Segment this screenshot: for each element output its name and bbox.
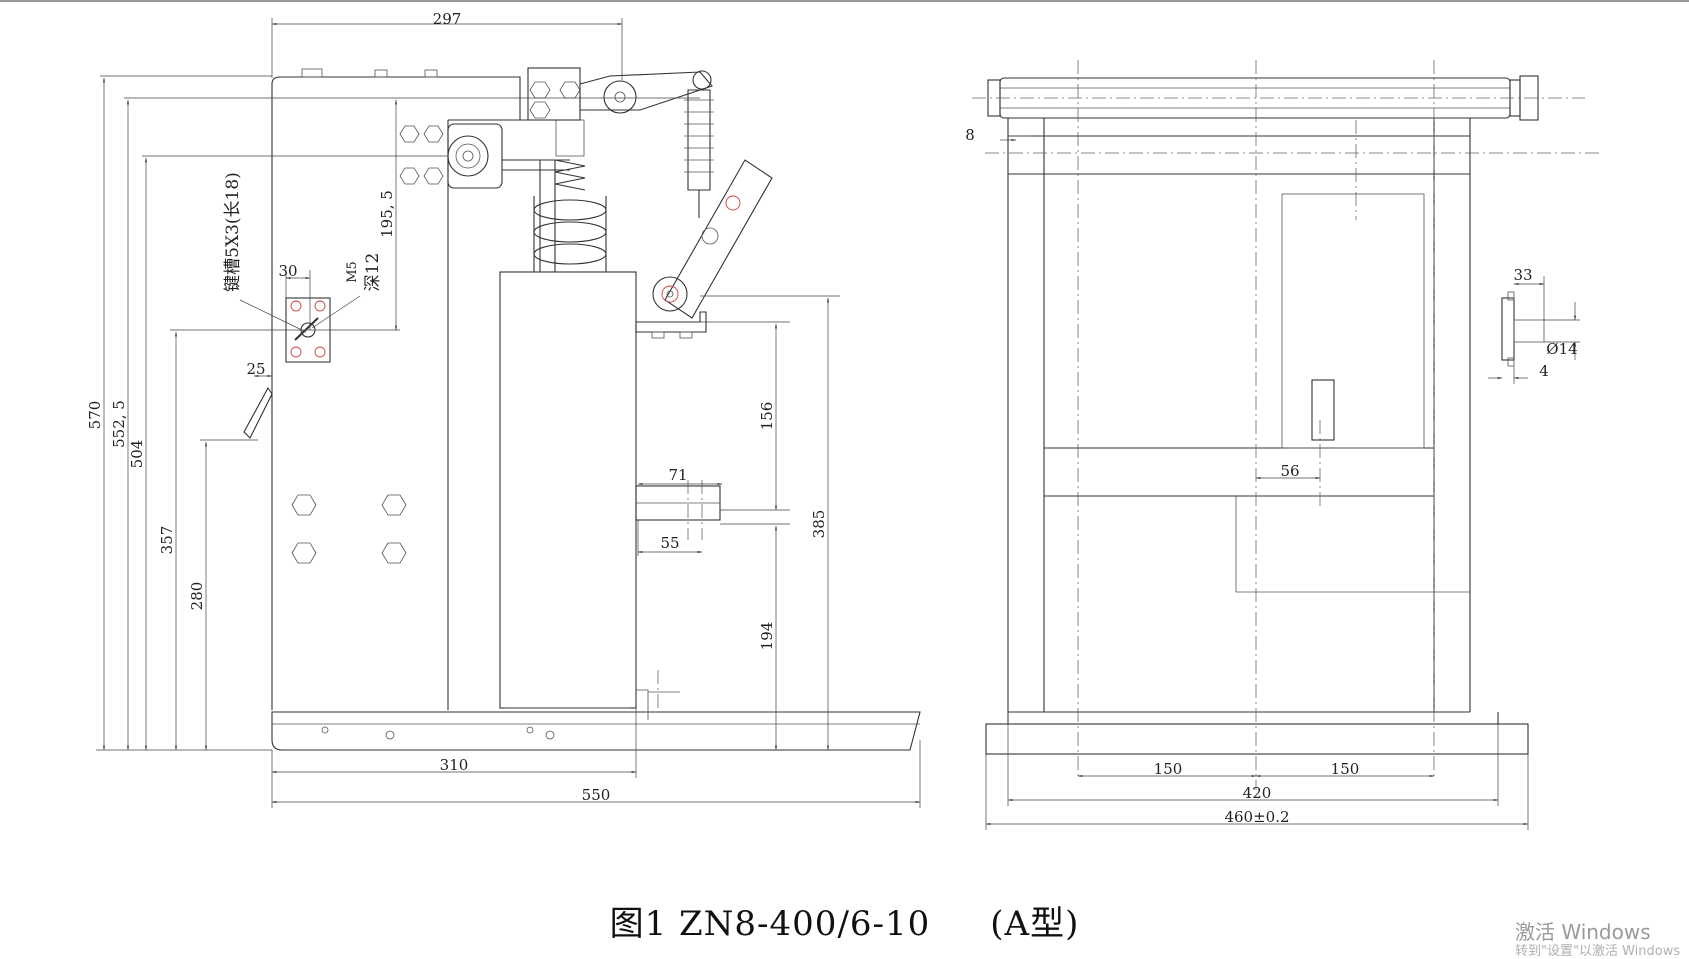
activation-watermark-sub: 转到"设置"以激活 Windows [1515, 944, 1681, 959]
side-dimensions [96, 18, 921, 808]
caption-variant: (A型) [990, 904, 1080, 944]
dim-56: 56 [1280, 462, 1299, 480]
hex-nut-group [291, 125, 444, 564]
dim-71: 71 [668, 466, 687, 484]
dim-460: 460±0.2 [1224, 808, 1289, 826]
interrupter-body [499, 271, 637, 709]
dim-25: 25 [246, 360, 265, 378]
dim-156: 156 [758, 402, 776, 431]
front-base [985, 723, 1529, 755]
figure-caption: 图1 ZN8-400/6-10 (A型) [0, 896, 1689, 945]
dim-195-5: 195, 5 [378, 190, 396, 238]
thread-m5-label: M5 [345, 261, 360, 283]
dim-150-right: 150 [1331, 760, 1360, 778]
dim-150-left: 150 [1154, 760, 1183, 778]
dim-55: 55 [660, 534, 679, 552]
dim-d14: Ø14 [1546, 340, 1577, 358]
dim-385: 385 [810, 510, 828, 539]
diagonal-arm [664, 159, 773, 319]
insulator [533, 159, 607, 273]
lever-arm [579, 71, 713, 111]
shaft-bearing [447, 135, 489, 177]
dim-570: 570 [86, 401, 104, 430]
activation-watermark: 激活 Windows [1515, 920, 1651, 944]
dim-194: 194 [758, 622, 776, 651]
link-block [527, 67, 581, 121]
dim-357: 357 [158, 526, 176, 555]
frame-plate [271, 76, 521, 710]
spring [554, 159, 586, 191]
base-plate [271, 711, 921, 751]
thread-depth-label: 深12 [363, 253, 383, 292]
manual-handle [243, 386, 273, 439]
dim-310: 310 [440, 756, 469, 774]
dim-297: 297 [433, 10, 462, 28]
dim-8: 8 [965, 126, 975, 144]
dim-552-5: 552, 5 [110, 400, 128, 448]
caption-figure: 图1 ZN8-400/6-10 [609, 904, 931, 944]
dim-280: 280 [188, 582, 206, 611]
dim-550: 550 [582, 786, 611, 804]
dim-420: 420 [1243, 784, 1272, 802]
mechanism-box [1281, 193, 1425, 449]
damper-bellows [684, 89, 714, 218]
keyway-label: 键槽5X3(长18) [223, 172, 243, 292]
dim-4: 4 [1539, 362, 1549, 380]
dim-30: 30 [278, 262, 297, 280]
dim-33: 33 [1513, 266, 1532, 284]
dim-504: 504 [128, 440, 146, 469]
side-view: 297 570 552, 5 504 357 280 195, 5 30 25 … [86, 10, 921, 808]
front-view: 8 33 Ø14 4 56 150 150 420 460±0.2 [965, 60, 1600, 830]
front-dimensions [985, 135, 1580, 830]
side-shaft [1501, 297, 1515, 361]
